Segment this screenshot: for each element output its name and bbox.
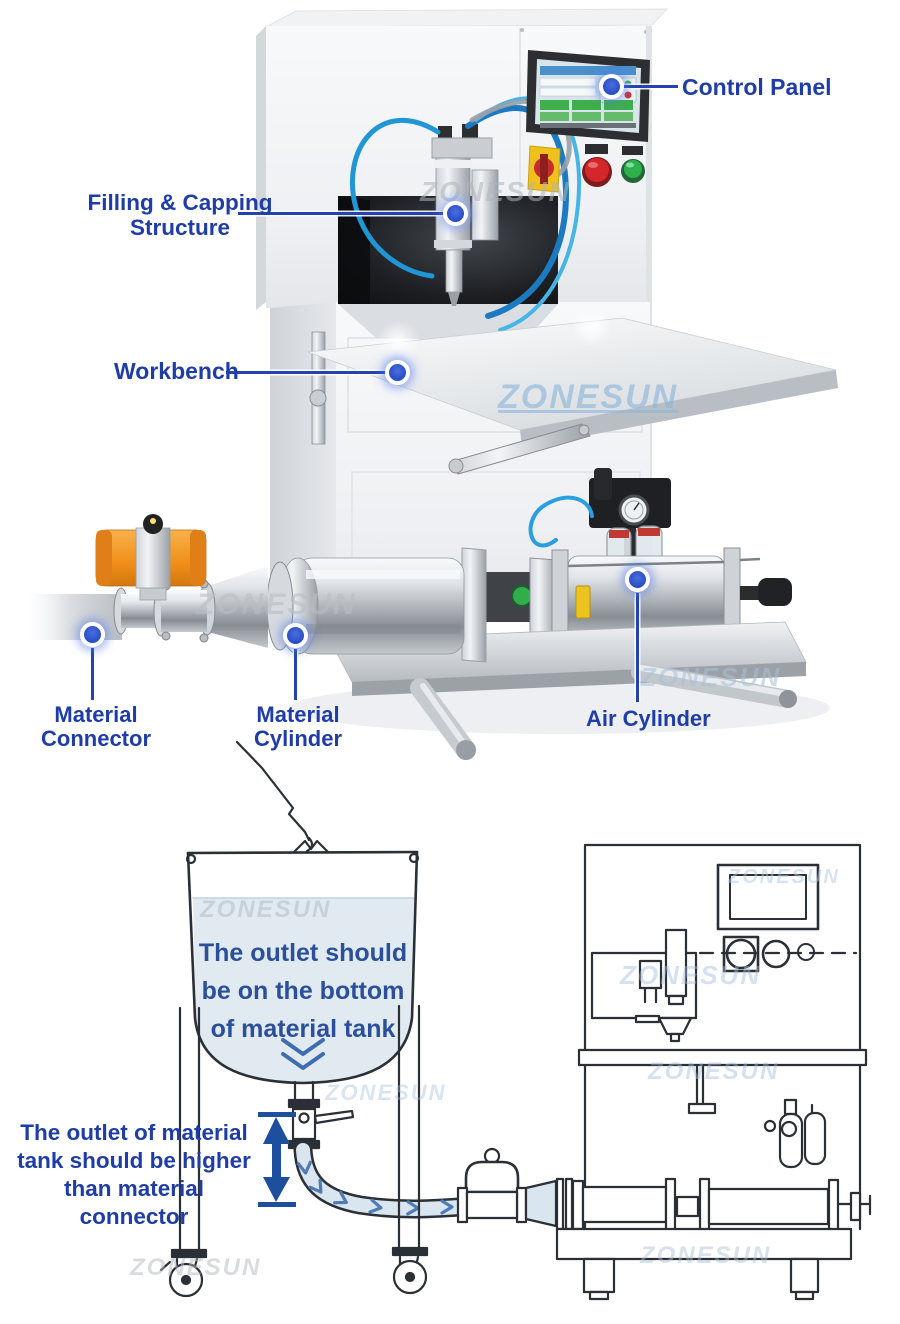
adjustment-knob — [758, 578, 792, 606]
material-connector — [28, 514, 209, 643]
filling-capping-label: Filling & Capping Structure — [80, 190, 280, 240]
start-button — [621, 146, 645, 183]
schematic-base — [555, 1227, 853, 1301]
material-connector-label: Material Connector — [26, 703, 166, 751]
air-cylinder-callout-dot — [625, 567, 650, 592]
filling-capping-label-line2: Structure — [129, 215, 231, 240]
material-connector-callout-line — [91, 648, 94, 700]
tank-outlet-note-line2: be on the bottom — [201, 977, 405, 1005]
air-cylinder-callout-line — [636, 593, 639, 702]
workbench-tray — [307, 308, 838, 475]
schematic-cylinder — [571, 1177, 872, 1233]
tank-outlet-note-line3: of material tank — [210, 1015, 396, 1043]
filling-capping-head — [431, 124, 499, 306]
tank-legs — [159, 1004, 429, 1298]
workbench-label: Workbench — [114, 358, 239, 384]
workbench-callout-dot — [385, 360, 410, 385]
control-panel — [526, 50, 650, 193]
hanger-line — [235, 740, 314, 853]
material-cylinder — [198, 547, 487, 663]
filling-capping-callout-dot — [443, 201, 468, 226]
schematic-filling-head — [634, 928, 693, 1043]
material-cylinder-label-line1: Material — [256, 702, 340, 727]
material-tank — [185, 839, 420, 1085]
air-filter-unit — [528, 468, 671, 575]
hose-taper-connector — [524, 1177, 574, 1231]
schematic-screen — [716, 863, 820, 931]
tank-outlet-note: The outlet should be on the bottom of ma… — [182, 934, 424, 1048]
material-cylinder-callout-line — [294, 649, 297, 700]
machine-photo — [28, 8, 838, 760]
material-connector-label-line2: Connector — [41, 726, 151, 751]
tank-liquid — [193, 898, 414, 1082]
schematic-machine-outline — [577, 843, 868, 1231]
height-arrow — [258, 1112, 296, 1207]
material-cylinder-label-line2: Cylinder — [253, 726, 343, 751]
outlet-height-note-line2: tank should be higher — [17, 1148, 251, 1173]
tank-outlet-note-line1: The outlet should — [198, 939, 408, 967]
pneumatic-ball-valve — [456, 1147, 528, 1224]
workbench-callout-line — [226, 371, 385, 374]
height-rail — [311, 331, 326, 445]
air-cylinder-label: Air Cylinder — [586, 706, 711, 731]
installation-schematic — [159, 740, 872, 1301]
material-cylinder-callout-dot — [283, 623, 308, 648]
schematic-air-bottles — [763, 1098, 827, 1169]
outlet-height-note-line3: than material connector — [63, 1176, 205, 1229]
material-connector-callout-dot — [80, 622, 105, 647]
feed-hose — [293, 1140, 547, 1219]
outlet-height-note: The outlet of material tank should be hi… — [8, 1119, 260, 1231]
filling-capping-label-line1: Filling & Capping — [87, 190, 273, 215]
schematic-buttons — [722, 935, 815, 973]
control-panel-callout-line — [622, 85, 678, 88]
flow-down-chevron — [281, 1038, 325, 1056]
material-connector-label-line1: Material — [54, 702, 138, 727]
outlet-valve — [287, 1080, 355, 1150]
caster-wheels — [159, 1246, 429, 1298]
pneumatic-actuator-valve — [95, 514, 207, 601]
filling-capping-callout-line — [238, 212, 443, 215]
power-selector-switch — [527, 145, 561, 193]
material-cylinder-label: Material Cylinder — [228, 703, 368, 751]
control-panel-callout-dot — [599, 74, 624, 99]
machine-feet — [410, 663, 797, 760]
sensor — [575, 585, 591, 619]
schematic-nozzle — [687, 1063, 717, 1115]
outlet-height-note-line1: The outlet of material — [20, 1120, 248, 1145]
emergency-stop-button — [582, 144, 612, 187]
control-panel-label: Control Panel — [682, 74, 832, 100]
